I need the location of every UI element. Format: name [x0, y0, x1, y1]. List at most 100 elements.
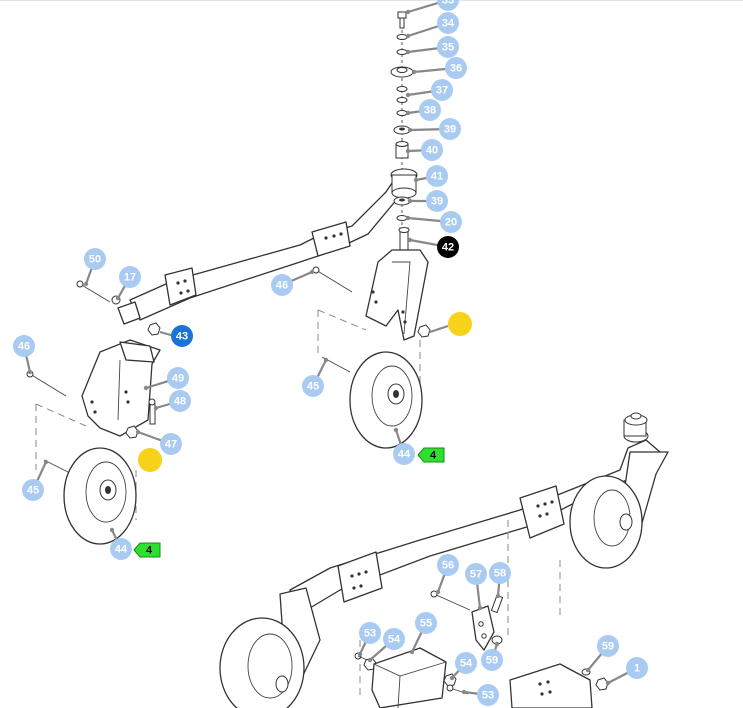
washer-38[interactable]: [396, 110, 408, 116]
callout-circle: [171, 325, 193, 347]
callout-number: 59: [602, 641, 614, 653]
bolt-50[interactable]: [76, 280, 111, 303]
bolt-56[interactable]: [430, 590, 471, 611]
nut-47[interactable]: [125, 425, 139, 439]
callout-c-42[interactable]: 42: [437, 236, 459, 258]
callout-c-47[interactable]: 47: [160, 433, 182, 455]
callout-c-54b[interactable]: 54: [455, 652, 477, 674]
callout-c-53a[interactable]: 53: [359, 622, 381, 644]
wheel-44-right[interactable]: [349, 351, 423, 449]
bolt-46-right[interactable]: [312, 266, 353, 293]
axle-45-left[interactable]: [43, 459, 73, 475]
leader-tip-c-45a: [323, 357, 329, 363]
leader-tip-c-42: [407, 237, 413, 243]
spacer-40[interactable]: [395, 141, 409, 159]
callout-circle: [437, 12, 459, 34]
callout-number: 17: [124, 272, 136, 284]
callout-number: 46: [276, 280, 288, 292]
callout-number: 50: [89, 254, 101, 266]
highlight-marker-m-left[interactable]: [138, 448, 162, 472]
callout-c-39b[interactable]: 39: [426, 190, 448, 212]
washer-37a[interactable]: [396, 86, 408, 92]
locknut-right[interactable]: [417, 324, 449, 338]
callout-circle: [481, 649, 503, 671]
callout-number: 47: [165, 439, 177, 451]
callout-c-53b[interactable]: 53: [477, 684, 499, 706]
callout-c-44a[interactable]: 44: [393, 443, 415, 465]
callout-number: 53: [482, 690, 494, 702]
callout-c-45b[interactable]: 45: [22, 479, 44, 501]
callout-c-46a[interactable]: 46: [271, 274, 293, 296]
washer-37b[interactable]: [396, 97, 408, 103]
callout-c-50[interactable]: 50: [84, 248, 106, 270]
callout-c-49[interactable]: 49: [167, 367, 189, 389]
callout-circle: [421, 139, 443, 161]
leader-tip-c-54a: [367, 657, 373, 663]
callout-c-40[interactable]: 40: [421, 139, 443, 161]
callout-number: 54: [388, 634, 401, 646]
leader-tip-c-39a: [407, 127, 413, 133]
bracket-57[interactable]: [471, 605, 495, 651]
callout-circle: [393, 443, 415, 465]
washer-20[interactable]: [396, 215, 408, 221]
callout-c-36[interactable]: 36: [445, 57, 467, 79]
callout-c-39a[interactable]: 39: [439, 118, 461, 140]
callout-c-41[interactable]: 41: [426, 165, 448, 187]
callout-circle: [383, 628, 405, 650]
leader-tip-c-59b: [585, 667, 591, 673]
callout-c-44b[interactable]: 44: [110, 538, 132, 560]
leader-tip-c-57: [477, 605, 483, 611]
callout-c-17[interactable]: 17: [119, 266, 141, 288]
leader-tip-c-40: [405, 148, 411, 154]
bolt-33[interactable]: [397, 11, 407, 29]
leader-tip-c-44a: [393, 427, 399, 433]
bolt-46-left[interactable]: [26, 370, 67, 397]
bolt-48[interactable]: [148, 398, 156, 425]
callout-c-38[interactable]: 38: [419, 99, 441, 121]
washer-35[interactable]: [396, 49, 408, 55]
cover-55[interactable]: [371, 647, 447, 708]
callout-circle: [426, 165, 448, 187]
pin-58[interactable]: [490, 594, 504, 614]
leader-tip-c-34: [405, 33, 411, 39]
callout-number: 41: [431, 171, 443, 183]
bearing-39a[interactable]: [393, 125, 411, 135]
callout-c-34[interactable]: 34: [437, 12, 459, 34]
callout-c-59b[interactable]: 59: [597, 635, 619, 657]
nut-1[interactable]: [595, 677, 609, 691]
callout-c-45a[interactable]: 45: [302, 375, 324, 397]
callout-c-37[interactable]: 37: [431, 79, 453, 101]
callout-number: 46: [18, 341, 30, 353]
callout-c-35[interactable]: 35: [437, 36, 459, 58]
callout-c-46b[interactable]: 46: [13, 335, 35, 357]
callout-number: 39: [444, 124, 456, 136]
callout-c-20[interactable]: 20: [440, 211, 462, 233]
callout-c-59a[interactable]: 59: [481, 649, 503, 671]
leader-tip-c-53b: [461, 689, 467, 695]
callout-c-1[interactable]: 1: [626, 657, 648, 679]
callout-number: 1: [634, 663, 640, 675]
leader-tip-c-33-top: [405, 9, 411, 15]
callout-circle: [437, 236, 459, 258]
highlight-marker-m-right[interactable]: [448, 312, 472, 336]
bearing-39b[interactable]: [393, 196, 411, 206]
washer-34[interactable]: [396, 34, 408, 40]
callout-c-33-top[interactable]: 33: [437, 0, 459, 11]
callout-labels: 3334353637383940413920425017464346494847…: [13, 0, 648, 706]
callout-circle: [13, 335, 35, 357]
callout-c-57[interactable]: 57: [465, 563, 487, 585]
callout-c-55[interactable]: 55: [415, 612, 437, 634]
leader-tip-c-1: [605, 680, 611, 686]
callout-c-43[interactable]: 43: [171, 325, 193, 347]
wheel-44-left[interactable]: [63, 447, 137, 545]
callout-c-56[interactable]: 56: [437, 554, 459, 576]
callout-circle: [22, 479, 44, 501]
callout-c-58[interactable]: 58: [489, 562, 511, 584]
callout-circle: [302, 375, 324, 397]
leader-tip-c-41: [413, 177, 419, 183]
callout-number: 54: [460, 658, 473, 670]
callout-c-54a[interactable]: 54: [383, 628, 405, 650]
bearing-36[interactable]: [390, 66, 414, 78]
callout-number: 34: [442, 18, 455, 30]
callout-c-48[interactable]: 48: [169, 390, 191, 412]
